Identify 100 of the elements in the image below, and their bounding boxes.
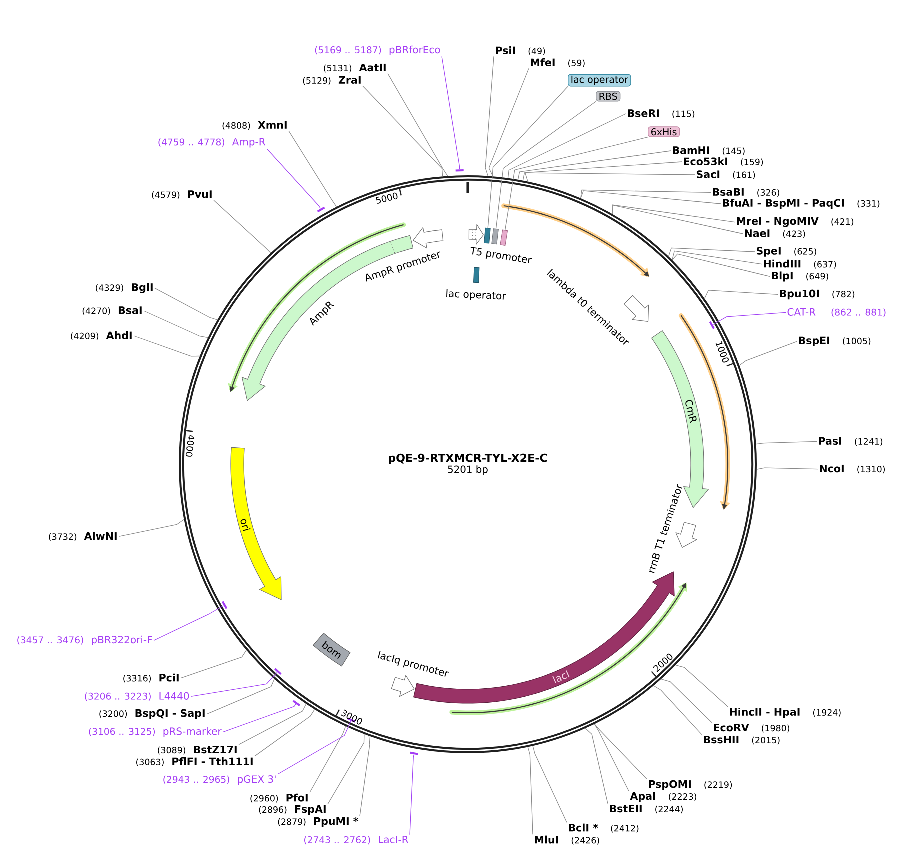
leader-line bbox=[154, 606, 224, 642]
primer-label: (3206 .. 3223) L4440 bbox=[85, 692, 190, 702]
leader-line bbox=[485, 56, 494, 177]
leader-line bbox=[612, 205, 744, 234]
feature-box bbox=[492, 228, 499, 245]
enzyme-label: Eco53kI (159) bbox=[684, 158, 764, 166]
enzyme-label: BssHII (2015) bbox=[704, 736, 780, 745]
enzyme-label: (3089) BstZ17I bbox=[158, 746, 237, 755]
enzyme-label: BclI * (2412) bbox=[569, 824, 639, 833]
leader-line bbox=[488, 68, 530, 177]
tick-label: 4000 bbox=[186, 434, 195, 457]
feature-tag: 6xHis bbox=[648, 126, 680, 138]
leader-line bbox=[488, 86, 568, 228]
enzyme-label: NcoI (1310) bbox=[820, 464, 886, 474]
primer-mark bbox=[456, 170, 464, 172]
leader-line bbox=[238, 704, 307, 746]
enzyme-label: ApaI (2223) bbox=[630, 792, 696, 802]
enzyme-label: BamHI (145) bbox=[673, 146, 745, 156]
leader-line bbox=[410, 754, 414, 836]
enzyme-label: (5129) ZraI bbox=[303, 76, 361, 86]
leader-line bbox=[712, 312, 786, 326]
primer-mark bbox=[410, 752, 418, 756]
leader-line bbox=[756, 441, 818, 445]
primer-mark bbox=[292, 700, 300, 707]
leader-line bbox=[580, 190, 712, 199]
leader-line bbox=[661, 678, 712, 724]
leader-line bbox=[653, 686, 702, 736]
enzyme-label: (3732) AlwNI bbox=[49, 532, 117, 542]
leader-line bbox=[672, 250, 762, 265]
leader-line bbox=[154, 288, 218, 320]
leader-line bbox=[278, 721, 352, 775]
leader-line bbox=[360, 736, 370, 817]
feature-label: lac operator bbox=[446, 289, 506, 300]
leader-line bbox=[214, 200, 272, 254]
leader-line bbox=[580, 190, 722, 204]
primer-label: CAT-R (862 .. 881) bbox=[788, 308, 886, 318]
feature-box bbox=[500, 230, 508, 246]
enzyme-label: EcoRV (1980) bbox=[714, 724, 790, 733]
enzyme-label: (3316) PciI bbox=[124, 674, 179, 683]
primer-label: (4759 .. 4778) Amp-R bbox=[158, 138, 266, 148]
leader-line bbox=[532, 746, 568, 823]
leader-line bbox=[118, 519, 185, 538]
enzyme-label: (3063) PflFI - Tth111I bbox=[136, 758, 253, 766]
leader-line bbox=[144, 310, 209, 338]
primer-mark bbox=[222, 601, 228, 610]
leader-line bbox=[668, 248, 756, 257]
feature-tag: lac operator bbox=[568, 74, 632, 87]
enzyme-label: BlpI (649) bbox=[772, 272, 828, 282]
leader-line bbox=[676, 664, 728, 708]
enzyme-label: HindIII (637) bbox=[764, 260, 836, 269]
enzyme-label: BfuAI - BspMI - PaqCI (331) bbox=[723, 199, 880, 209]
primer-mark bbox=[348, 718, 356, 723]
enzyme-label: PspOMI (2219) bbox=[649, 780, 732, 790]
leader-line bbox=[518, 150, 672, 180]
enzyme-label: BseRI (115) bbox=[628, 110, 695, 118]
enzyme-label: BsaBI (326) bbox=[713, 188, 780, 198]
enzyme-label: (4270) BsaI bbox=[82, 306, 142, 316]
feature-tag: RBS bbox=[596, 91, 621, 102]
leader-line bbox=[190, 672, 278, 698]
enzyme-label: PsiI (49) bbox=[496, 46, 546, 56]
primer-label: (2743 .. 2762) LacI-R bbox=[304, 836, 409, 845]
enzyme-label: (3200) BspQI - SapI bbox=[100, 709, 205, 720]
leader-line bbox=[496, 101, 596, 230]
leader-line bbox=[222, 704, 296, 733]
enzyme-label: MluI (2426) bbox=[535, 836, 600, 845]
primer-label: (3457 .. 3476) pBR322ori-F bbox=[18, 636, 152, 646]
enzyme-label: Bpu10I (782) bbox=[780, 290, 855, 300]
enzyme-label: (2960) PfoI bbox=[250, 794, 308, 803]
leader-line bbox=[739, 341, 798, 366]
primer-label: (3106 .. 3125) pRS-marker bbox=[89, 727, 222, 738]
tick-label: 1000 bbox=[716, 341, 729, 363]
leader-line bbox=[266, 148, 321, 210]
leader-line bbox=[594, 724, 648, 780]
enzyme-label: (2896) FspAI bbox=[259, 805, 326, 816]
leader-line bbox=[362, 86, 444, 177]
leader-line bbox=[525, 172, 696, 182]
leader-line bbox=[612, 204, 736, 223]
leader-line bbox=[508, 114, 626, 179]
enzyme-label: (2879) PpuMI * bbox=[278, 817, 359, 828]
leader-line bbox=[442, 56, 460, 170]
enzyme-label: NaeI (423) bbox=[745, 230, 806, 238]
enzyme-label: (4329) BglI bbox=[96, 283, 153, 294]
enzyme-label: MfeI (59) bbox=[531, 58, 585, 68]
leader-line bbox=[310, 726, 346, 793]
feature-label: T5 promoter bbox=[470, 247, 532, 264]
primer-mark bbox=[317, 206, 326, 213]
tick-label: 5000 bbox=[376, 192, 398, 204]
leader-line bbox=[288, 130, 338, 208]
leader-line bbox=[180, 650, 247, 679]
leader-line bbox=[672, 254, 770, 278]
enzyme-label: MreI - NgoMIV (421) bbox=[737, 217, 854, 228]
leader-line bbox=[594, 724, 630, 792]
enzyme-label: BstEII (2244) bbox=[610, 804, 683, 814]
enzyme-label: SacI (161) bbox=[696, 170, 756, 180]
leader-line bbox=[585, 728, 608, 804]
leader-line bbox=[388, 74, 448, 177]
leader-line bbox=[528, 746, 534, 835]
feature-box bbox=[484, 228, 491, 244]
leader-line bbox=[704, 290, 778, 300]
leader-line bbox=[254, 709, 316, 757]
